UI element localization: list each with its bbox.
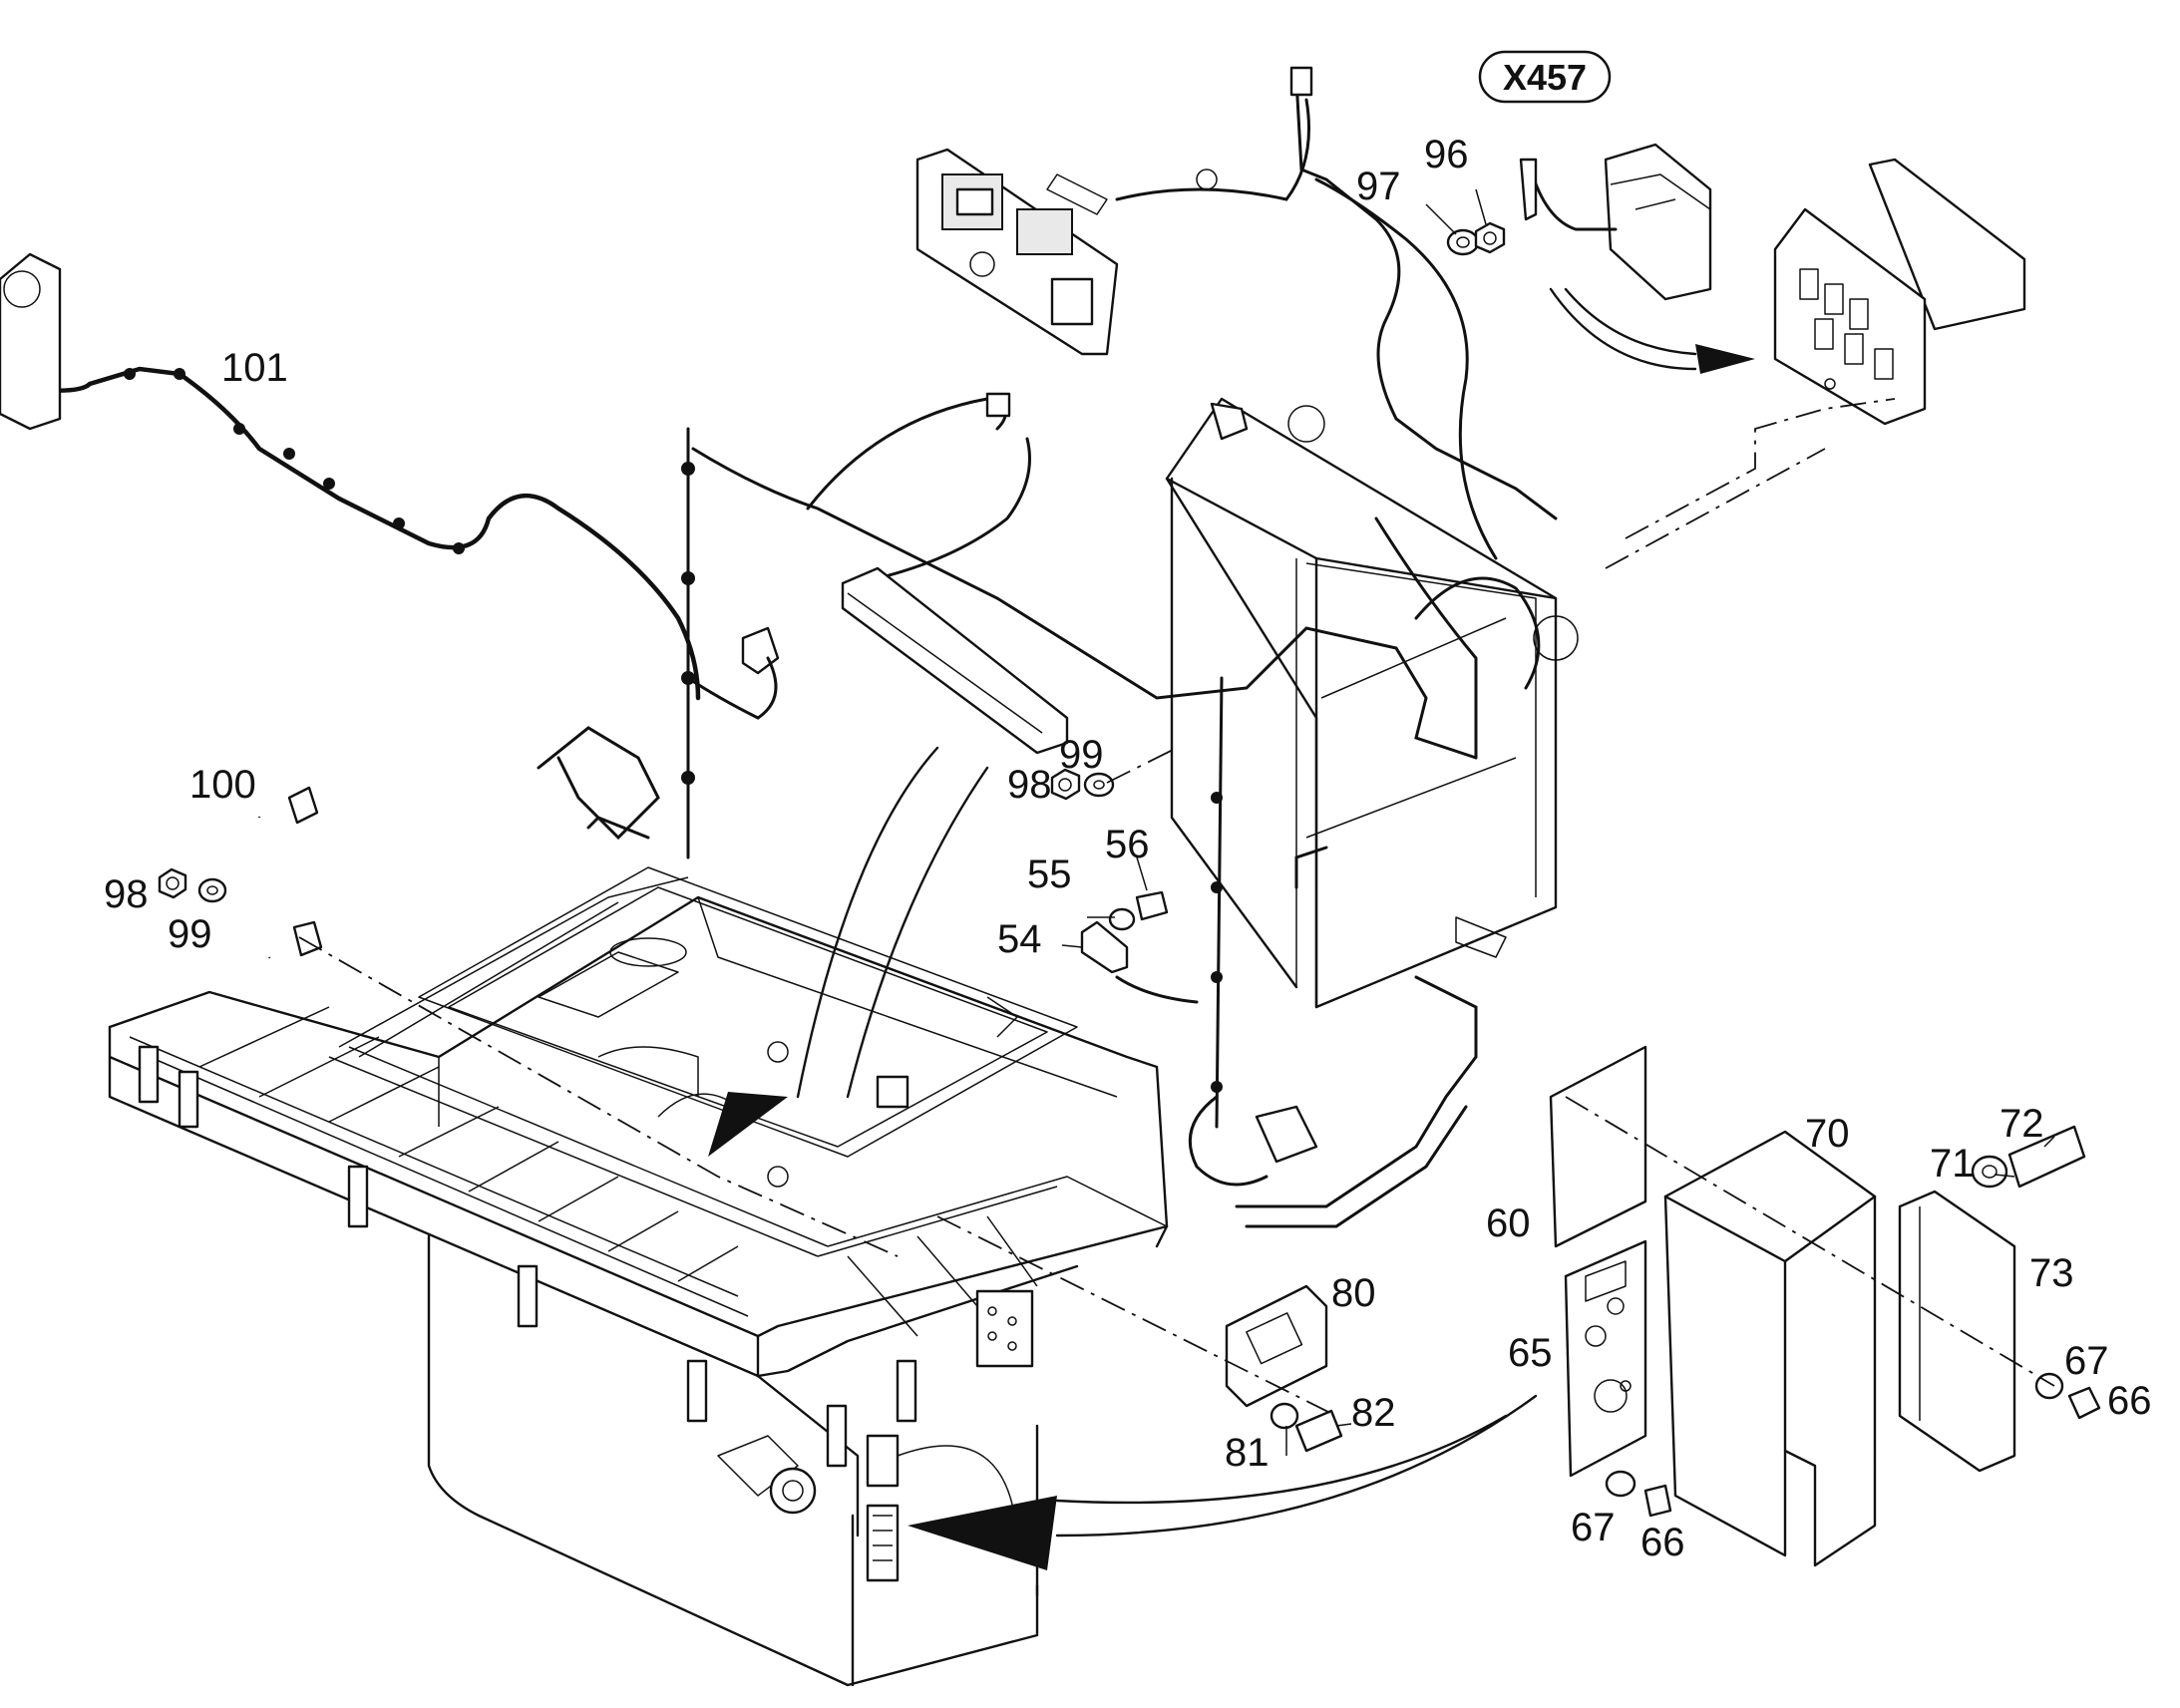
- washer-97: [1446, 228, 1480, 256]
- ground-strap-100: [246, 786, 323, 960]
- label-67-bottom: 67: [1571, 1506, 1616, 1549]
- control-board: [915, 148, 1119, 356]
- assembly-centerlines: [298, 398, 2055, 1417]
- label-66-bottom: 66: [1640, 1521, 1685, 1564]
- panel-73: [1898, 1190, 2016, 1473]
- label-99-right: 99: [1059, 733, 1104, 777]
- cover-70: [1663, 1130, 1877, 1567]
- panel-65: [1564, 1239, 1647, 1478]
- label-99-left: 99: [168, 912, 212, 956]
- wire-harness-top: [1115, 66, 1558, 760]
- label-67-right: 67: [2064, 1339, 2109, 1383]
- screw-72: [2007, 1125, 2086, 1189]
- transformer: [1604, 143, 1712, 301]
- washer-71: [1971, 1155, 2008, 1189]
- label-66-right: 66: [2107, 1379, 2152, 1423]
- view-arrow-top: [1549, 287, 1755, 374]
- bracket-54: [1080, 920, 1129, 974]
- label-82: 82: [1351, 1391, 1396, 1435]
- label-71: 71: [1930, 1142, 1975, 1186]
- machine-base-frame: [108, 866, 1169, 1687]
- view-arrow-center: [708, 746, 989, 1157]
- label-54: 54: [997, 917, 1042, 961]
- electrical-cabinet: [1165, 397, 1579, 1009]
- wire-harness-101: [0, 252, 701, 701]
- screw-82: [1294, 1409, 1343, 1453]
- label-65: 65: [1508, 1331, 1553, 1375]
- nut-98-right: [1050, 768, 1081, 801]
- leader-lines: [1061, 188, 2055, 1456]
- label-72: 72: [1999, 1102, 2044, 1146]
- terminal-rail: [841, 566, 1069, 755]
- wire-harness-lower: [1115, 676, 1478, 1228]
- label-100: 100: [189, 763, 256, 807]
- label-98-right: 98: [1007, 763, 1052, 807]
- label-70: 70: [1805, 1112, 1850, 1156]
- plate-80: [1225, 1284, 1328, 1408]
- label-56: 56: [1105, 823, 1150, 866]
- screw-66-bottom: [1643, 1484, 1672, 1518]
- screw-66-right: [2067, 1386, 2101, 1420]
- label-101: 101: [221, 346, 288, 390]
- label-60: 60: [1486, 1201, 1531, 1245]
- washer-67-bottom: [1605, 1470, 1636, 1498]
- terminal-bracket: [1773, 158, 2026, 426]
- washer-99-left: [197, 877, 227, 903]
- part-labels: 101 100 98 99 99 98 56 55 54 97 96 70 71…: [104, 133, 2152, 1564]
- callout-label: X457: [1503, 57, 1587, 98]
- gasket-60: [1549, 1045, 1647, 1248]
- ground-cable: [1519, 158, 1618, 231]
- label-97: 97: [1356, 165, 1401, 208]
- label-80: 80: [1331, 1271, 1376, 1315]
- washer-55: [1108, 907, 1136, 931]
- label-73: 73: [2029, 1251, 2074, 1295]
- nut-98-left: [158, 867, 187, 899]
- label-81: 81: [1225, 1431, 1270, 1475]
- nut-96: [1474, 221, 1506, 254]
- label-55: 55: [1027, 853, 1072, 896]
- view-arrow-right: [908, 1394, 1538, 1570]
- washer-81: [1270, 1402, 1299, 1430]
- label-98-left: 98: [104, 872, 149, 916]
- washer-99-right: [1083, 772, 1115, 798]
- callout-x457: X457: [1478, 50, 1612, 104]
- screw-56: [1135, 890, 1169, 921]
- label-96: 96: [1424, 133, 1469, 176]
- wire-harness-center: [537, 392, 1478, 859]
